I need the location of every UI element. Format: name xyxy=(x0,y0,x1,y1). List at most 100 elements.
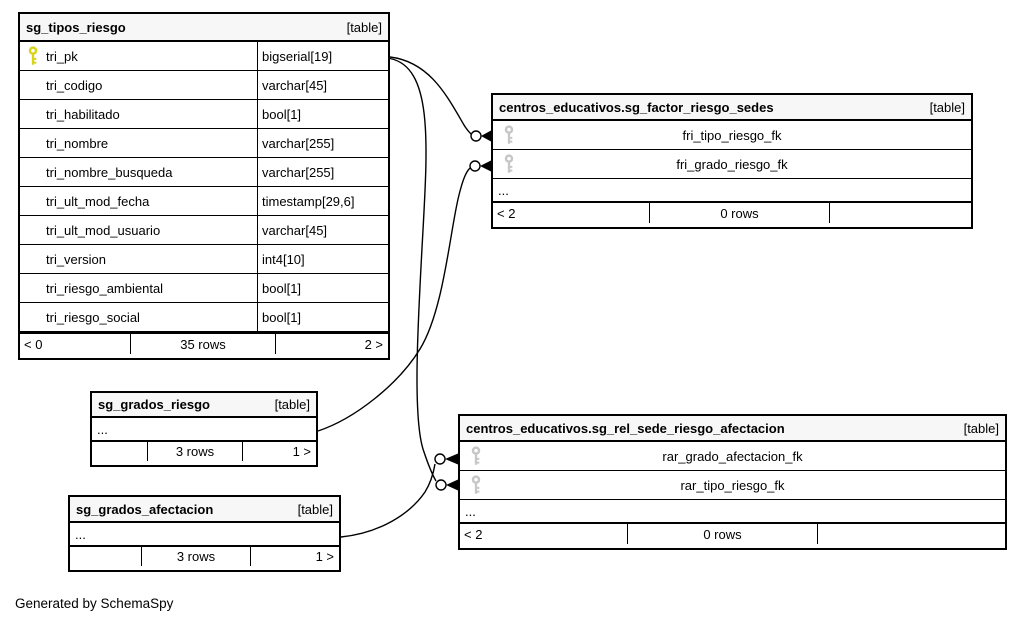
column-row: tri_riesgo_ambiental bool[1] xyxy=(20,274,388,303)
column-row: tri_codigo varchar[45] xyxy=(20,71,388,100)
row-count: 35 rows xyxy=(131,334,276,354)
table-header: sg_tipos_riesgo [table] xyxy=(20,14,388,42)
related-tables-left: < 2 xyxy=(493,203,650,223)
foreign-key-icon xyxy=(504,154,514,173)
table-type-badge: [table] xyxy=(963,420,999,436)
primary-key-icon xyxy=(28,46,38,65)
schemaspy-credit: Generated by SchemaSpy xyxy=(15,596,174,611)
truncated-columns-indicator: ... xyxy=(97,421,108,437)
foreign-key-icon xyxy=(471,446,481,465)
related-tables-left: < 2 xyxy=(460,524,628,544)
table-type-badge: [table] xyxy=(274,397,310,412)
column-type: timestamp[29,6] xyxy=(262,193,355,209)
column-name: tri_codigo xyxy=(46,77,103,93)
column-name: tri_nombre_busqueda xyxy=(46,164,173,180)
column-name: rar_grado_afectacion_fk xyxy=(662,448,803,464)
fk-line-tipos-to-factor xyxy=(389,56,472,135)
column-row: fri_tipo_riesgo_fk xyxy=(493,121,971,150)
connector-circle xyxy=(435,479,447,491)
connector-arrow xyxy=(480,160,491,172)
fk-line-grados-afectacion-to-rel-sede xyxy=(340,463,436,538)
column-name: tri_nombre xyxy=(46,135,109,151)
column-name-cell: tri_nombre_busqueda xyxy=(20,158,258,186)
table-header: sg_grados_riesgo [table] xyxy=(92,393,316,418)
foreign-key-icon xyxy=(504,125,514,144)
connector-arrow xyxy=(446,479,458,491)
column-name-cell: tri_codigo xyxy=(20,71,258,99)
column-row: tri_ult_mod_fecha timestamp[29,6] xyxy=(20,187,388,216)
truncated-columns-indicator: ... xyxy=(465,503,476,519)
table-type-badge: [table] xyxy=(346,19,382,35)
table-footer: 3 rows 1 > xyxy=(92,440,316,461)
table-type-badge: [table] xyxy=(929,99,965,115)
connector-circle xyxy=(434,453,446,465)
column-name-cell: tri_pk xyxy=(20,42,258,70)
column-row: rar_tipo_riesgo_fk xyxy=(460,471,1005,500)
table-title: sg_tipos_riesgo xyxy=(26,19,126,35)
related-tables-left xyxy=(70,547,142,566)
column-row: tri_nombre varchar[255] xyxy=(20,129,388,158)
table-footer: < 0 35 rows 2 > xyxy=(20,332,388,354)
column-name: tri_habilitado xyxy=(46,106,120,122)
table-header: sg_grados_afectacion [table] xyxy=(70,497,339,523)
column-row: tri_version int4[10] xyxy=(20,245,388,274)
table-sg-tipos-riesgo[interactable]: sg_tipos_riesgo [table] tri_pk bigserial… xyxy=(18,12,390,360)
row-count: 0 rows xyxy=(650,203,830,223)
table-title: centros_educativos.sg_rel_sede_riesgo_af… xyxy=(466,420,785,436)
column-name-cell: tri_nombre xyxy=(20,129,258,157)
column-type: varchar[255] xyxy=(262,164,335,180)
column-row: tri_riesgo_social bool[1] xyxy=(20,303,388,332)
column-name: fri_tipo_riesgo_fk xyxy=(682,127,782,143)
related-tables-left xyxy=(92,442,148,461)
column-name-cell: tri_riesgo_social xyxy=(20,303,258,331)
table-title: centros_educativos.sg_factor_riesgo_sede… xyxy=(499,99,774,115)
column-row: tri_nombre_busqueda varchar[255] xyxy=(20,158,388,187)
row-count: 3 rows xyxy=(148,442,243,461)
column-type: int4[10] xyxy=(262,251,305,267)
column-name: tri_riesgo_social xyxy=(46,309,140,325)
table-sg-grados-riesgo[interactable]: sg_grados_riesgo [table] ... 3 rows 1 > xyxy=(90,391,318,467)
table-header: centros_educativos.sg_rel_sede_riesgo_af… xyxy=(460,416,1005,442)
column-type: bool[1] xyxy=(262,106,302,122)
column-type: varchar[45] xyxy=(262,77,328,93)
column-name: fri_grado_riesgo_fk xyxy=(676,156,788,172)
fk-line-grados-riesgo-to-factor xyxy=(317,167,471,432)
column-type: varchar[45] xyxy=(262,222,328,238)
column-name: tri_pk xyxy=(46,48,78,64)
column-name-cell: tri_version xyxy=(20,245,258,273)
table-sg-grados-afectacion[interactable]: sg_grados_afectacion [table] ... 3 rows … xyxy=(68,495,341,572)
table-footer: < 2 0 rows xyxy=(460,522,1005,544)
table-title: sg_grados_afectacion xyxy=(76,501,214,517)
column-type: bool[1] xyxy=(262,280,302,296)
column-row: fri_grado_riesgo_fk xyxy=(493,150,971,179)
row-count: 3 rows xyxy=(142,547,251,566)
table-footer: 3 rows 1 > xyxy=(70,545,339,566)
connector-arrow xyxy=(445,453,458,465)
connector-circle xyxy=(469,160,481,172)
column-name: tri_ult_mod_usuario xyxy=(46,222,161,238)
column-row: rar_grado_afectacion_fk xyxy=(460,442,1005,471)
column-name: tri_riesgo_ambiental xyxy=(46,280,164,296)
column-type: bigserial[19] xyxy=(262,48,333,64)
foreign-key-icon xyxy=(471,475,481,494)
related-tables-right: 1 > xyxy=(292,444,311,459)
table-title: sg_grados_riesgo xyxy=(98,397,210,412)
table-sg-factor-riesgo-sedes[interactable]: centros_educativos.sg_factor_riesgo_sede… xyxy=(491,93,973,229)
column-row: tri_habilitado bool[1] xyxy=(20,100,388,129)
truncated-columns-indicator: ... xyxy=(498,182,509,198)
connector-circle xyxy=(470,130,482,142)
column-type: bool[1] xyxy=(262,309,302,325)
related-tables-right: 2 > xyxy=(364,336,383,352)
truncated-columns-indicator: ... xyxy=(75,526,86,542)
related-tables-right xyxy=(818,524,1005,544)
fk-line-tipos-to-rel-sede xyxy=(389,57,437,482)
column-name: rar_tipo_riesgo_fk xyxy=(680,477,785,493)
table-footer: < 2 0 rows xyxy=(493,201,971,223)
table-type-badge: [table] xyxy=(297,501,333,517)
related-tables-left: < 0 xyxy=(20,334,131,354)
connector-arrow xyxy=(481,130,491,142)
column-row: tri_ult_mod_usuario varchar[45] xyxy=(20,216,388,245)
table-sg-rel-sede-riesgo-afectacion[interactable]: centros_educativos.sg_rel_sede_riesgo_af… xyxy=(458,414,1007,550)
column-row: tri_pk bigserial[19] xyxy=(20,42,388,71)
